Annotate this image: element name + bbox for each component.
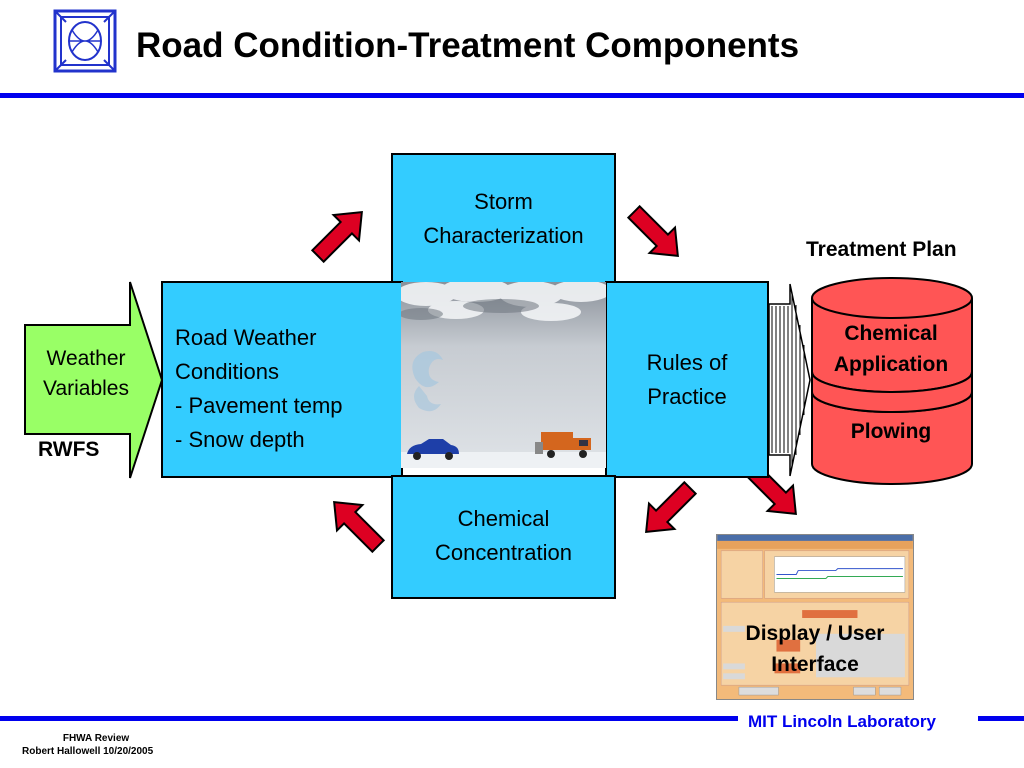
treatment-plan-title: Treatment Plan (806, 238, 957, 261)
chemical-line1: Chemical (457, 506, 550, 531)
road-weather-line3: - Pavement temp (175, 393, 343, 418)
treatment-plan-cylinder (811, 277, 973, 485)
top-divider (0, 93, 1024, 98)
road-weather-line1: Road Weather (175, 325, 317, 350)
weather-variables-line2: Variables (43, 377, 129, 400)
bottom-divider-left (0, 716, 738, 721)
red-arrow-to-rules (626, 204, 679, 257)
slide-title: Road Condition-Treatment Components (136, 26, 800, 65)
rules-of-practice-box: Rules of Practice (605, 281, 769, 478)
chemical-line2: Concentration (435, 540, 572, 565)
weather-variables-line1: Weather (46, 347, 126, 370)
rwfs-label: RWFS (38, 438, 100, 461)
mit-ll-logo (53, 9, 117, 73)
organization-label: MIT Lincoln Laboratory (748, 712, 936, 731)
winter-storm-scene-image (401, 282, 606, 468)
chemical-application-line1: Chemical (844, 322, 938, 345)
weather-variables-label: Weather Variables (20, 344, 152, 404)
storm-characterization-box: Storm Characterization (391, 153, 616, 284)
road-weather-line2: Conditions (175, 359, 279, 384)
car-icon (407, 439, 459, 460)
rules-line2: Practice (647, 383, 727, 409)
road-weather-line4: - Snow depth (175, 427, 305, 452)
storm-line2: Characterization (423, 223, 584, 248)
road-weather-conditions-box: Road Weather Conditions - Pavement temp … (161, 281, 403, 478)
chemical-application-line2: Application (833, 353, 949, 376)
footer-author-date: Robert Hallowell 10/20/2005 (22, 746, 154, 757)
display-label-line2: Interface (771, 653, 859, 676)
red-arrow-to-chemical (645, 480, 698, 533)
snowplow-truck-icon (535, 432, 591, 458)
footer-review-label: FHWA Review (62, 733, 130, 744)
display-user-interface-label: Display / User Interface (716, 618, 914, 680)
chemical-application-label: Chemical Application (812, 318, 970, 380)
rules-line1: Rules of (646, 349, 728, 375)
display-label-line1: Display / User (745, 622, 885, 645)
bottom-divider-right (978, 716, 1024, 721)
plowing-label: Plowing (850, 420, 932, 443)
storm-line1: Storm (474, 189, 533, 214)
output-arrow (768, 283, 811, 477)
chemical-concentration-box: Chemical Concentration (391, 475, 616, 599)
user-interface-screenshot (716, 534, 914, 700)
red-arrow-to-road-weather (333, 501, 386, 554)
red-arrow-to-storm (310, 211, 363, 264)
